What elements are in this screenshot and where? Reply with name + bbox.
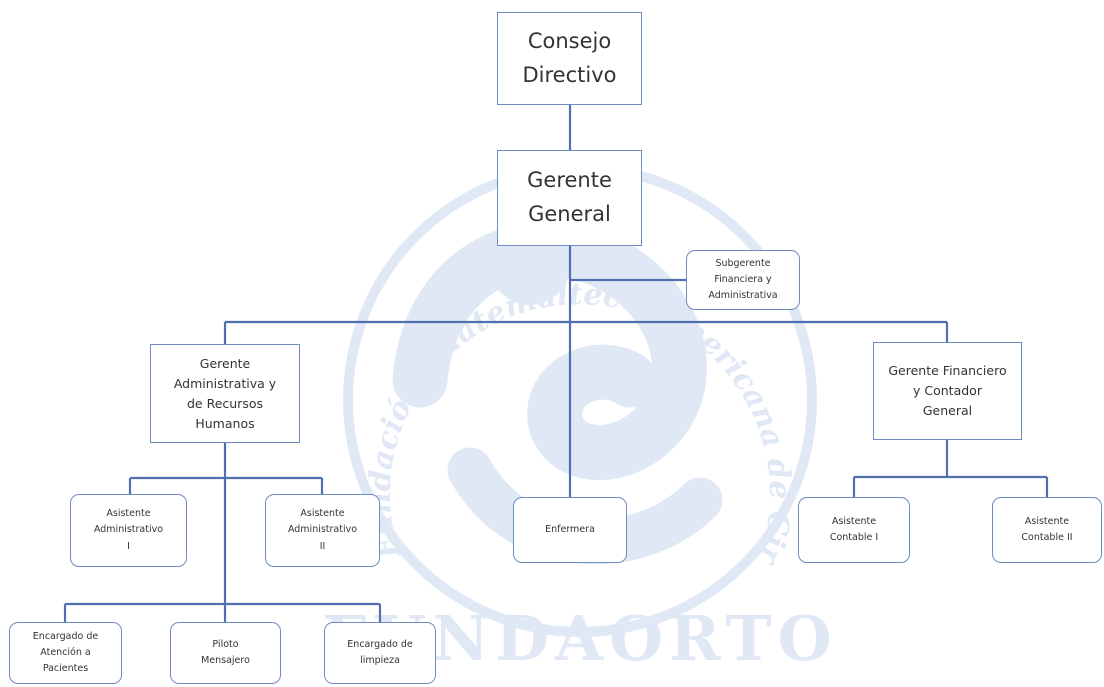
seal-figure-shape: [392, 221, 707, 481]
node-asistente-contable-1: Asistente Contable I: [798, 497, 910, 563]
node-enfermera: Enfermera: [513, 497, 627, 563]
node-asistente-administrativo-1: Asistente Administrativo I: [70, 494, 187, 567]
node-gerente-administrativa: Gerente Administrativa y de Recursos Hum…: [150, 344, 300, 443]
node-encargado-atencion: Encargado de Atención a Pacientes: [9, 622, 122, 684]
node-subgerente: Subgerente Financiera y Administrativa: [686, 250, 800, 310]
node-asistente-contable-2: Asistente Contable II: [992, 497, 1102, 563]
node-gerente-financiero: Gerente Financiero y Contador General: [873, 342, 1022, 440]
node-consejo-directivo: Consejo Directivo: [497, 12, 642, 105]
node-piloto-mensajero: Piloto Mensajero: [170, 622, 281, 684]
node-gerente-general: Gerente General: [497, 150, 642, 246]
node-asistente-administrativo-2: Asistente Administrativo II: [265, 494, 380, 567]
node-encargado-limpieza: Encargado de limpieza: [324, 622, 436, 684]
